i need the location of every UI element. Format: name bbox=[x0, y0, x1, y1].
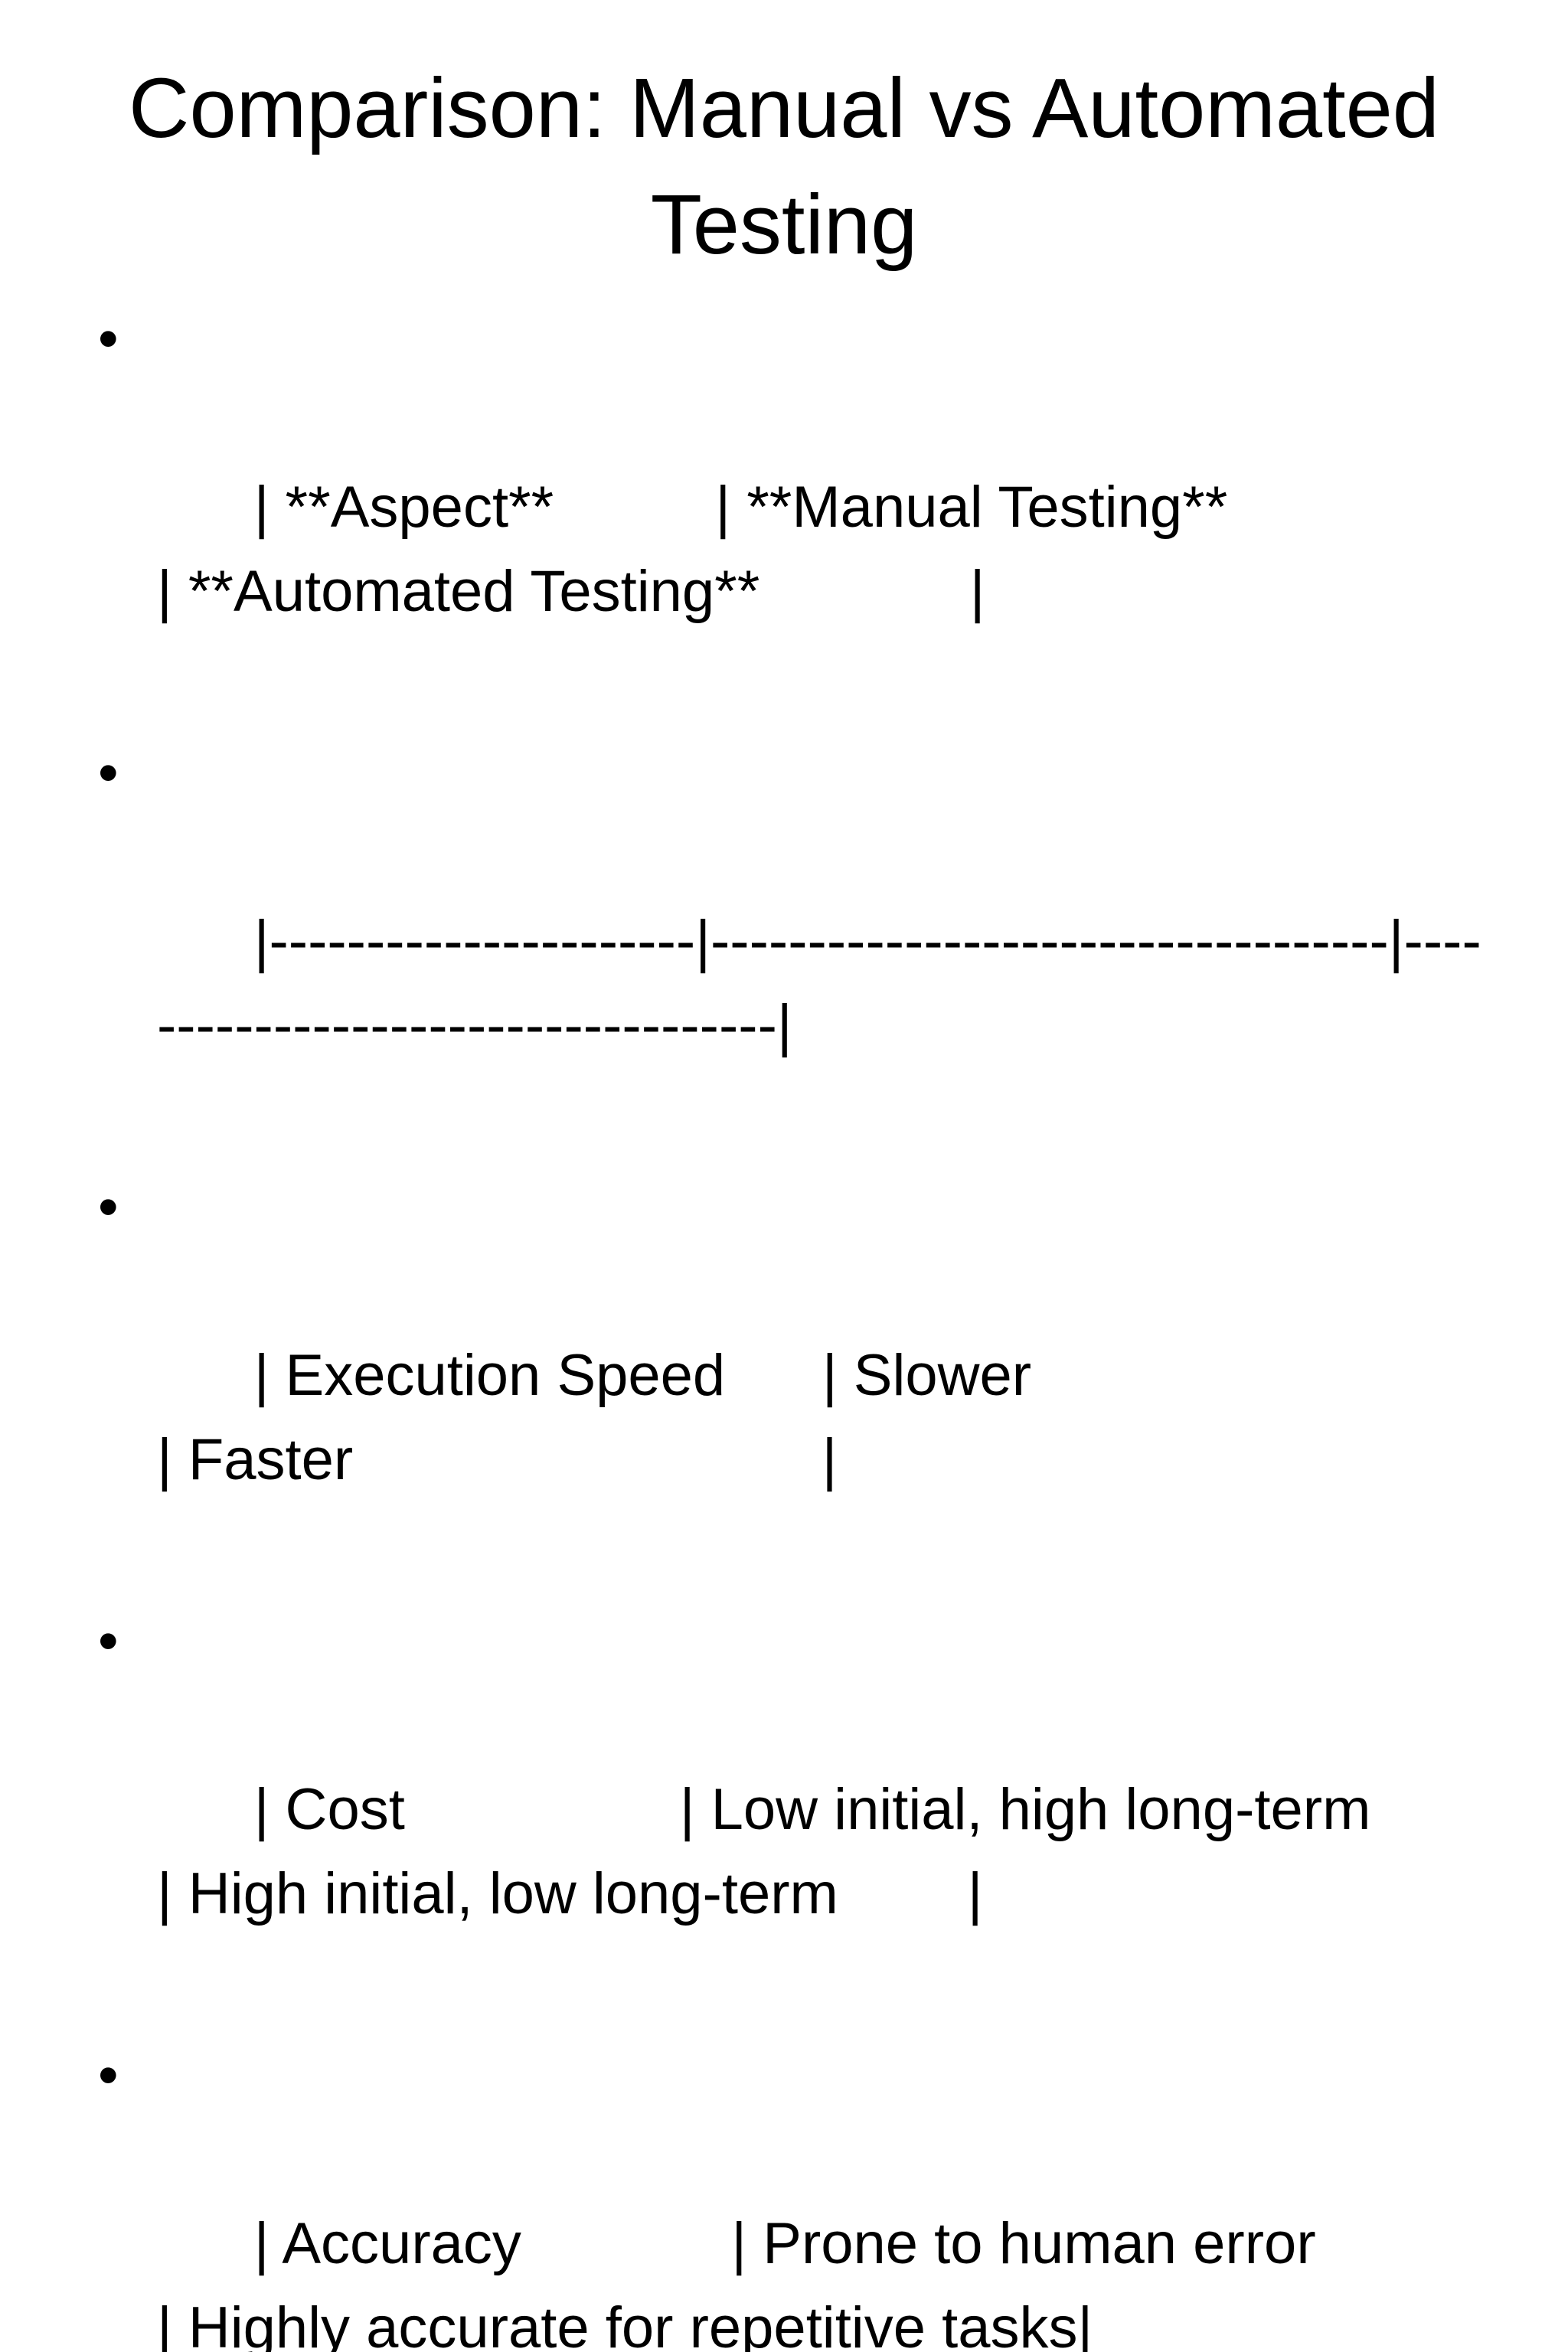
slide-title: Comparison: Manual vs Automated Testing bbox=[129, 61, 1439, 272]
slide: Comparison: Manual vs Automated Testing … bbox=[98, 61, 1481, 2352]
bullet-text: |----------------------|----------------… bbox=[157, 909, 1481, 1058]
bullet-item-accuracy: • | Accuracy | Prone to human error | Hi… bbox=[92, 2034, 1493, 2352]
bullet-text: | Accuracy | Prone to human error | High… bbox=[157, 2211, 1543, 2352]
bullet-item-separator: • |----------------------|--------------… bbox=[92, 731, 1493, 1152]
bullet-text: | Execution Speed | Slower | Faster | bbox=[157, 1343, 1485, 1492]
bullet-item-cost: • | Cost | Low initial, high long-term |… bbox=[92, 1599, 1493, 2020]
bullet-text: | Cost | Low initial, high long-term | H… bbox=[157, 1777, 1485, 1926]
bullet-icon: • bbox=[98, 740, 119, 805]
bullet-icon: • bbox=[98, 306, 119, 371]
bullet-item-header: • | **Aspect** | **Manual Testing** | **… bbox=[92, 297, 1493, 718]
bullet-icon: • bbox=[98, 2043, 119, 2108]
bullet-list: • | **Aspect** | **Manual Testing** | **… bbox=[92, 297, 1493, 2352]
bullet-text: | **Aspect** | **Manual Testing** | **Au… bbox=[157, 475, 1487, 624]
bullet-icon: • bbox=[98, 1174, 119, 1240]
bullet-icon: • bbox=[98, 1609, 119, 1674]
bullet-item-execution-speed: • | Execution Speed | Slower | Faster | bbox=[92, 1165, 1493, 1586]
